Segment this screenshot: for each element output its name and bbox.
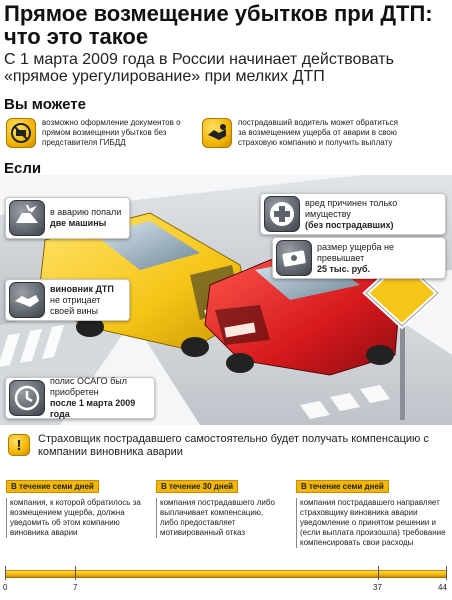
condition-guilty-text: не отрицает своей вины bbox=[50, 294, 101, 316]
money-icon bbox=[276, 240, 312, 276]
exclamation-icon: ! bbox=[8, 434, 30, 456]
condition-damage-text: размер ущерба не превышает bbox=[317, 241, 394, 263]
notice-text: Страховщик пострадавшего самостоятельно … bbox=[38, 433, 429, 458]
tick-label-0: 0 bbox=[3, 583, 8, 592]
page-subtitle: С 1 марта 2009 года в России начинает де… bbox=[4, 51, 394, 85]
page-title: Прямое возмещение убытков при ДТП: что э… bbox=[4, 1, 433, 49]
handshake-insurance-icon bbox=[202, 118, 232, 148]
if-heading: Если bbox=[4, 160, 42, 177]
you-can-item-2-text: пострадавший водитель может обратиться з… bbox=[238, 118, 399, 147]
tick-mark-7 bbox=[75, 566, 76, 580]
stage-3-head: В течение семи дней bbox=[296, 480, 389, 493]
stage-3-body: компания пострадавшего направляет страхо… bbox=[296, 498, 446, 548]
tick-label-7: 7 bbox=[73, 583, 78, 592]
stage-1-body: компания, к которой обратилось за возмещ… bbox=[6, 498, 146, 538]
no-police-icon bbox=[6, 118, 36, 148]
stage-1-head: В течение семи дней bbox=[6, 480, 99, 493]
tick-mark-44 bbox=[446, 566, 447, 580]
condition-guilty-bold: виновник ДТП bbox=[50, 283, 114, 294]
insurer-notice: ! Страховщик пострадавшего самостоятельн… bbox=[8, 432, 448, 460]
collision-icon bbox=[9, 200, 45, 236]
stage-2: В течение 30 дней компания пострадавшего… bbox=[156, 476, 281, 538]
condition-policy-text: полис ОСАГО был приобретен bbox=[50, 376, 128, 397]
condition-two-cars-bold: две машины bbox=[50, 218, 107, 228]
stage-2-body: компания пострадавшего либо выплачивает … bbox=[156, 498, 281, 538]
you-can-heading: Вы можете bbox=[4, 96, 86, 113]
stage-3: В течение семи дней компания пострадавше… bbox=[296, 476, 446, 548]
condition-property-only: вред причинен только имуществу(без постр… bbox=[260, 193, 446, 235]
stage-2-head: В течение 30 дней bbox=[156, 480, 239, 493]
condition-damage-bold: 25 тыс. руб. bbox=[317, 263, 371, 274]
tick-label-44: 44 bbox=[438, 583, 447, 592]
condition-guilty-admits: виновник ДТП не отрицает своей вины bbox=[5, 279, 130, 321]
medical-cross-icon bbox=[264, 196, 300, 232]
stage-1: В течение семи дней компания, к которой … bbox=[6, 476, 146, 538]
tick-mark-0 bbox=[5, 566, 6, 580]
clock-icon bbox=[9, 380, 45, 416]
handshake-icon bbox=[9, 282, 45, 318]
you-can-item-1-text: возможно оформление документов о прямом … bbox=[42, 118, 181, 147]
tick-mark-37 bbox=[378, 566, 379, 580]
condition-property-bold: (без пострадавших) bbox=[305, 219, 394, 230]
condition-policy-bold: после 1 марта 2009 года bbox=[50, 398, 136, 419]
timeline-bar bbox=[5, 570, 447, 578]
condition-property-text: вред причинен только имуществу bbox=[305, 197, 398, 219]
condition-two-cars-text: в аварию попали bbox=[50, 207, 122, 217]
tick-label-37: 37 bbox=[373, 583, 382, 592]
